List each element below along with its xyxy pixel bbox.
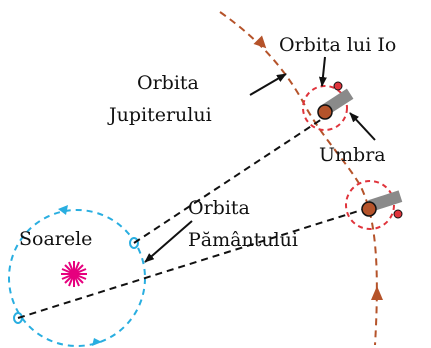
earth-orbit-arrow-icon: [58, 205, 68, 215]
earth-orbit-pointer: [144, 220, 193, 263]
jupiter-orbit-arrow-icon: [371, 286, 383, 300]
jupiter-icon: [361, 201, 377, 217]
sun-label: Soarele: [19, 228, 92, 250]
sun-icon: [61, 261, 87, 287]
jupiter-icon: [317, 104, 333, 120]
io-orbit-label: Orbita lui Io: [279, 34, 396, 56]
jupiter-orbit-pointer: [249, 73, 287, 96]
sight-line-1: [133, 116, 326, 244]
io-icon: [333, 81, 343, 91]
io-icon: [393, 209, 403, 219]
jupiter-orbit: [219, 11, 383, 346]
sight-line-2: [17, 207, 369, 319]
shadow-label: Umbra: [319, 144, 386, 166]
jupiter-orbit-arrow-icon: [253, 35, 267, 49]
earth-orbit-label-line2: Pământului: [188, 229, 298, 251]
shadow-icon: [368, 190, 403, 212]
io-orbit-pointer: [318, 56, 327, 87]
jupiter-system-1: [302, 81, 354, 131]
jupiter-orbit-label-line2: Jupiterului: [107, 104, 212, 126]
earth-orbit-label-line1: Orbita: [188, 197, 250, 219]
jupiter-orbit-label-line1: Orbita: [137, 72, 199, 94]
shadow-pointer: [349, 112, 376, 141]
earth-orbit-arrow-icon: [92, 338, 102, 346]
jupiter-system-2: [345, 180, 403, 230]
